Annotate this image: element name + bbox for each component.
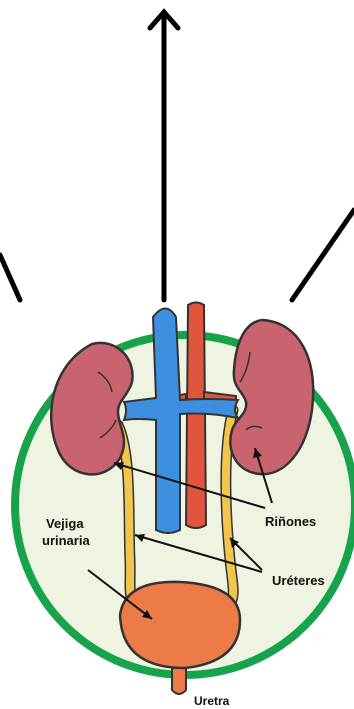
- urethra: [172, 668, 186, 694]
- right-pointer-line: [292, 210, 354, 300]
- label-rinones: Riñones: [265, 514, 316, 529]
- left-pointer-line: [0, 255, 20, 300]
- label-ureteres: Uréteres: [272, 573, 325, 588]
- top-pointer-lines: [0, 12, 354, 300]
- aorta-artery: [186, 303, 206, 529]
- label-urinaria: urinaria: [42, 533, 90, 548]
- label-vejiga: Vejiga: [46, 516, 84, 531]
- label-uretra: Uretra: [194, 694, 230, 708]
- bladder: [120, 582, 240, 668]
